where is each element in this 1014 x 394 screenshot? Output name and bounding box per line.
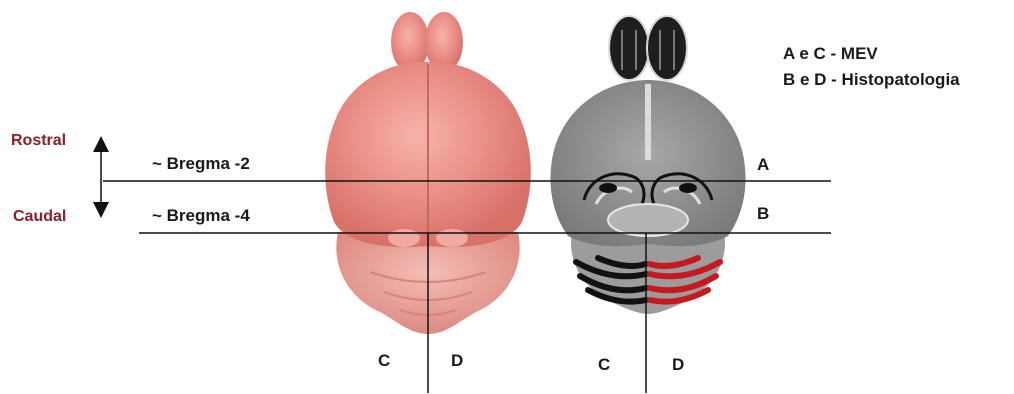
section-label-c-left: C [378, 352, 390, 369]
bregma-2-label: ~ Bregma -2 [152, 155, 250, 172]
section-ventricle-left [599, 183, 617, 193]
section-label-d-left: D [451, 352, 463, 369]
section-label-c-right: C [598, 356, 610, 373]
histology-section-image [550, 16, 745, 314]
section-label-a: A [757, 156, 769, 173]
arrow-up-icon [93, 136, 109, 152]
caudal-label: Caudal [13, 209, 66, 225]
legend-line-1: A e C - MEV [783, 45, 878, 62]
legend-line-2: B e D - Histopatologia [783, 71, 960, 88]
rostral-label: Rostral [11, 133, 66, 149]
section-label-b: B [757, 205, 769, 222]
section-label-d-right: D [672, 356, 684, 373]
colliculus-right [436, 229, 468, 247]
section-olfactory-left [609, 16, 649, 80]
colliculus-left [388, 229, 420, 247]
section-thalamus [608, 204, 688, 236]
section-ventricle-right [679, 183, 697, 193]
arrow-down-icon [93, 202, 109, 218]
bregma-4-label: ~ Bregma -4 [152, 207, 250, 224]
section-olfactory-right [647, 16, 687, 80]
